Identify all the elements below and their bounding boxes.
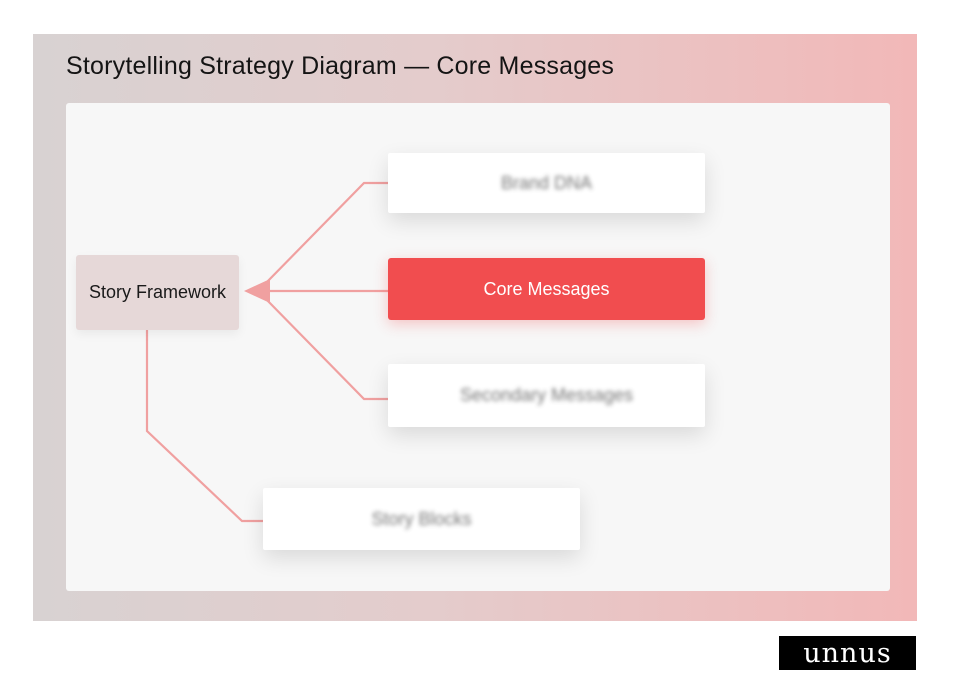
- node-label: Secondary Messages: [459, 385, 634, 405]
- node-label: Core Messages: [483, 278, 610, 299]
- node-story-blocks[interactable]: Story Blocks: [263, 488, 580, 550]
- connector-story-blocks: [145, 330, 263, 523]
- node-story-framework[interactable]: Story Framework: [76, 255, 239, 330]
- node-core-messages[interactable]: Core Messages: [388, 258, 705, 320]
- page-title: Storytelling Strategy Diagram — Core Mes…: [66, 52, 615, 80]
- logo-text: unnus: [803, 637, 892, 669]
- node-secondary-messages[interactable]: Secondary Messages: [388, 364, 705, 427]
- node-label: Story Blocks: [371, 508, 472, 529]
- node-label: Story Framework: [88, 282, 227, 302]
- connector-brand-dna: [263, 181, 388, 286]
- node-brand-dna[interactable]: Brand DNA: [388, 153, 705, 213]
- brand-logo: unnus: [779, 636, 916, 670]
- connector-secondary-messages: [263, 296, 388, 401]
- connector-arrowhead: [244, 279, 270, 303]
- node-label: Brand DNA: [500, 172, 593, 193]
